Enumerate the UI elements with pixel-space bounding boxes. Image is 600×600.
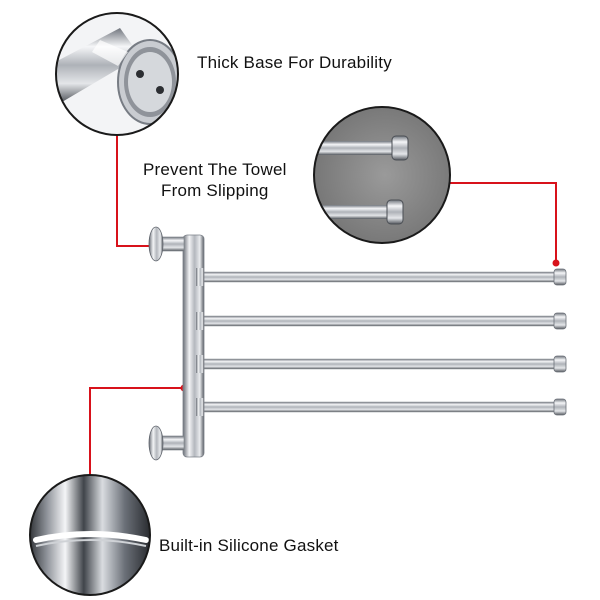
thick-base-label: Thick Base For Durability [197, 53, 392, 72]
leader-line-towel [450, 182, 557, 262]
prevent-slip-label-line1: Prevent The Towel [143, 160, 287, 179]
leader-dot-towel [552, 259, 560, 267]
towel-arm [195, 268, 567, 286]
towel-arm [195, 355, 567, 373]
wall-mount-top [148, 226, 185, 262]
prevent-slip-label-line2: From Slipping [161, 181, 269, 200]
zoom-circle-towel [313, 106, 451, 244]
wall-mount-bottom [148, 425, 185, 461]
leader-line-base [116, 135, 154, 247]
leader-line-gasket [89, 387, 183, 475]
zoom-circle-gasket [29, 474, 151, 596]
zoom-circle-base [55, 12, 179, 136]
towel-arm [195, 312, 567, 330]
towel-rack [148, 226, 567, 461]
silicone-gasket-label: Built-in Silicone Gasket [159, 536, 339, 555]
towel-arm [195, 398, 567, 416]
leader-lines [89, 135, 557, 475]
towel-arms [195, 268, 567, 416]
prevent-slip-label: Prevent The Towel From Slipping [143, 159, 287, 201]
